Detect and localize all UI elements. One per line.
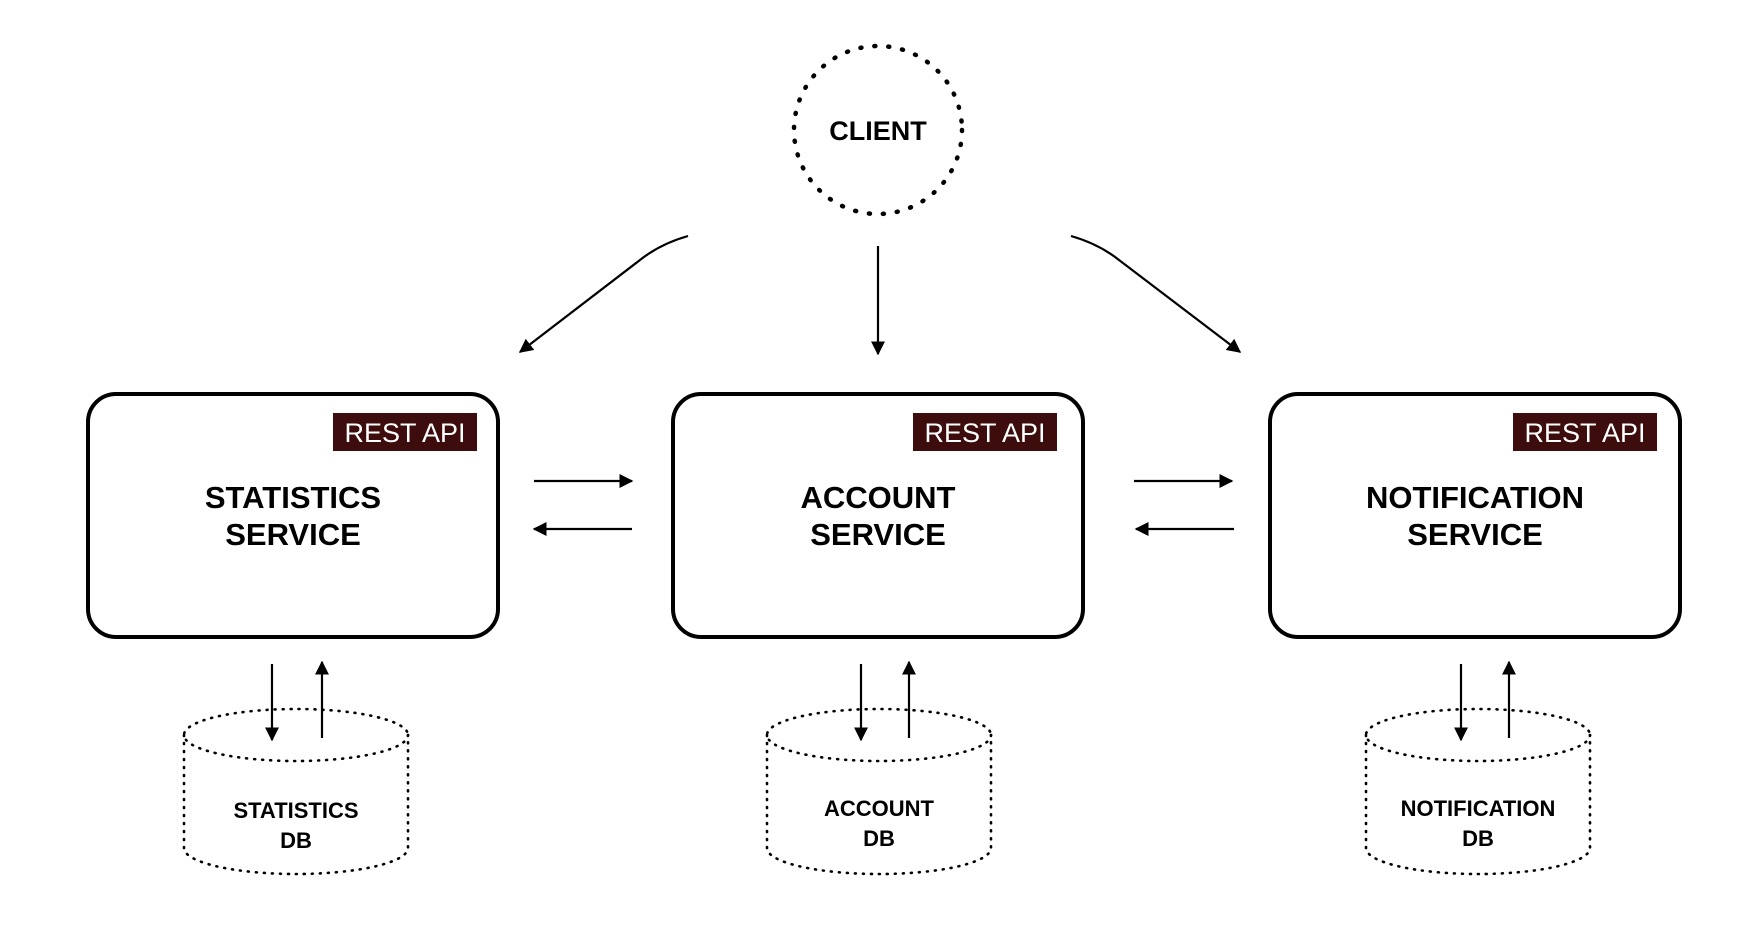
account-badge-label: REST API: [924, 418, 1045, 448]
account-service-title-line1: ACCOUNT: [801, 480, 956, 515]
statistics-service-title-line1: STATISTICS: [205, 480, 381, 515]
client-node: CLIENT: [791, 43, 965, 217]
statistics-badge-label: REST API: [344, 418, 465, 448]
account-db-label-line1: ACCOUNT: [824, 796, 935, 821]
statistics-service-title-line2: SERVICE: [225, 517, 361, 552]
account-rest-api-badge: REST API: [913, 413, 1057, 451]
statistics-db-label-line1: STATISTICS: [233, 798, 358, 823]
notification-db-label-line2: DB: [1462, 826, 1494, 851]
client-to-statistics-arrow: [518, 234, 689, 353]
statistics-db-label-line2: DB: [280, 828, 312, 853]
account-db-cylinder: ACCOUNT DB: [765, 707, 993, 876]
notification-badge-label: REST API: [1524, 418, 1645, 448]
client-to-notification-arrow: [1070, 234, 1242, 353]
statistics-service-box: REST API STATISTICS SERVICE: [86, 392, 500, 639]
account-service-title-line2: SERVICE: [810, 517, 946, 552]
notification-db-cylinder: NOTIFICATION DB: [1364, 707, 1592, 876]
notification-db-label-line1: NOTIFICATION: [1401, 796, 1556, 821]
statistics-db-cylinder: STATISTICS DB: [182, 707, 410, 876]
account-service-box: REST API ACCOUNT SERVICE: [671, 392, 1085, 639]
statistics-rest-api-badge: REST API: [333, 413, 477, 451]
notification-rest-api-badge: REST API: [1513, 413, 1657, 451]
notification-service-title-line1: NOTIFICATION: [1366, 480, 1584, 515]
notification-service-box: REST API NOTIFICATION SERVICE: [1268, 392, 1682, 639]
client-label: CLIENT: [829, 116, 927, 146]
notification-service-title-line2: SERVICE: [1407, 517, 1543, 552]
account-db-label-line2: DB: [863, 826, 895, 851]
